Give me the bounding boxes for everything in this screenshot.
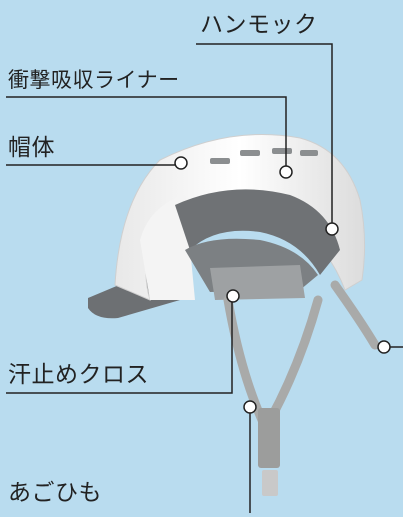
callout-dots bbox=[174, 156, 391, 414]
label-liner: 衝撃吸収ライナー bbox=[8, 68, 180, 92]
dot-chin bbox=[243, 400, 257, 414]
chin-buckle bbox=[258, 408, 280, 496]
sweatband bbox=[210, 265, 305, 300]
label-sweat-cross: 汗止めクロス bbox=[8, 362, 149, 388]
dot-hammock bbox=[325, 222, 339, 236]
label-shell: 帽体 bbox=[8, 135, 55, 161]
dot-shell bbox=[174, 156, 188, 170]
chin-straps bbox=[223, 280, 380, 425]
label-hammock: ハンモック bbox=[200, 12, 318, 38]
leader-liner bbox=[6, 96, 287, 172]
helmet-interior bbox=[175, 189, 340, 275]
dot-right bbox=[377, 340, 391, 354]
vent-slots bbox=[210, 148, 318, 164]
leader-sweat bbox=[6, 296, 233, 394]
leader-hammock bbox=[196, 43, 333, 228]
dot-liner bbox=[279, 165, 293, 179]
label-chin-strap: あごひも bbox=[8, 480, 102, 506]
leader-lines bbox=[6, 43, 403, 513]
dot-sweat bbox=[226, 289, 240, 303]
